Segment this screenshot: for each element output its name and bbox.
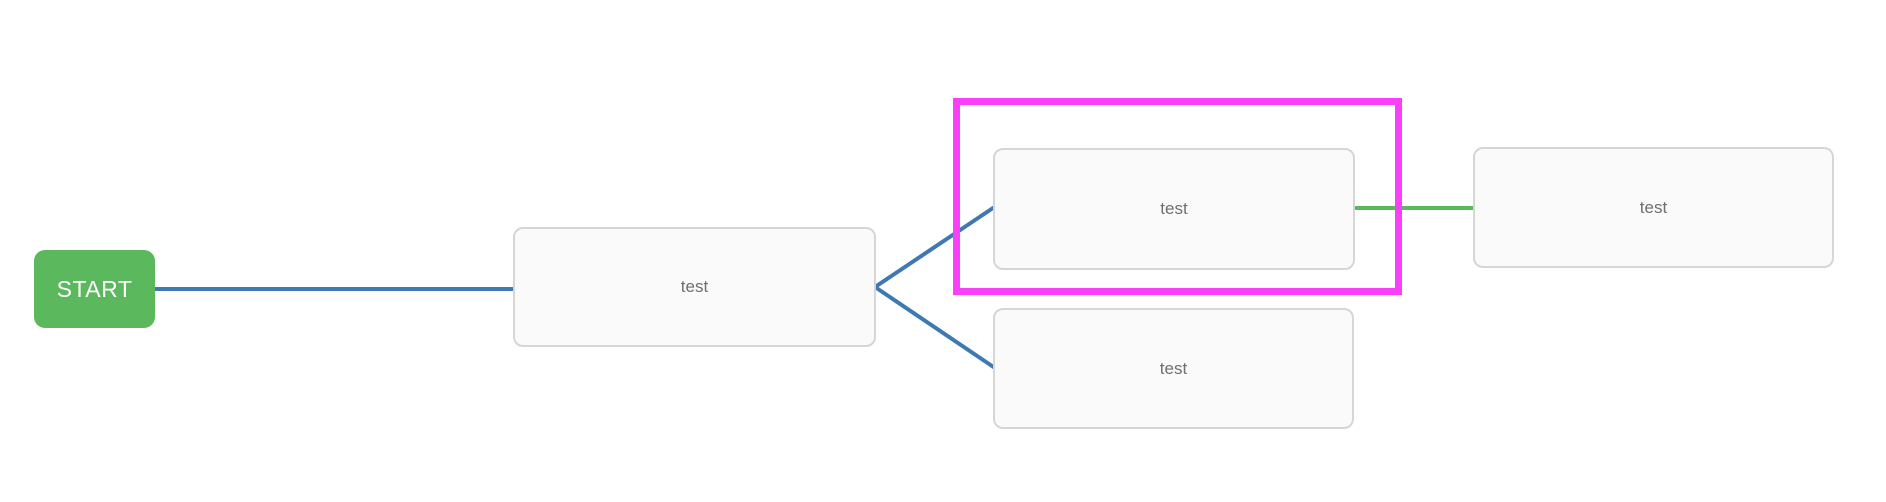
flow-node-step1[interactable]: test: [513, 227, 876, 347]
flow-node-step3-label: test: [1159, 358, 1188, 378]
start-node[interactable]: START: [34, 250, 155, 328]
flow-node-step4-label: test: [1639, 197, 1668, 217]
start-node-label: START: [56, 275, 133, 302]
edge-step1-step3[interactable]: [873, 285, 997, 370]
flow-node-step2-label: test: [1160, 199, 1188, 218]
flow-node-step2-selected[interactable]: test: [993, 148, 1355, 270]
flow-node-step3[interactable]: test: [993, 308, 1354, 429]
flow-node-step4[interactable]: test: [1473, 147, 1834, 268]
edge-step1-step2[interactable]: [873, 206, 995, 289]
flow-node-step1-label: test: [680, 277, 709, 296]
